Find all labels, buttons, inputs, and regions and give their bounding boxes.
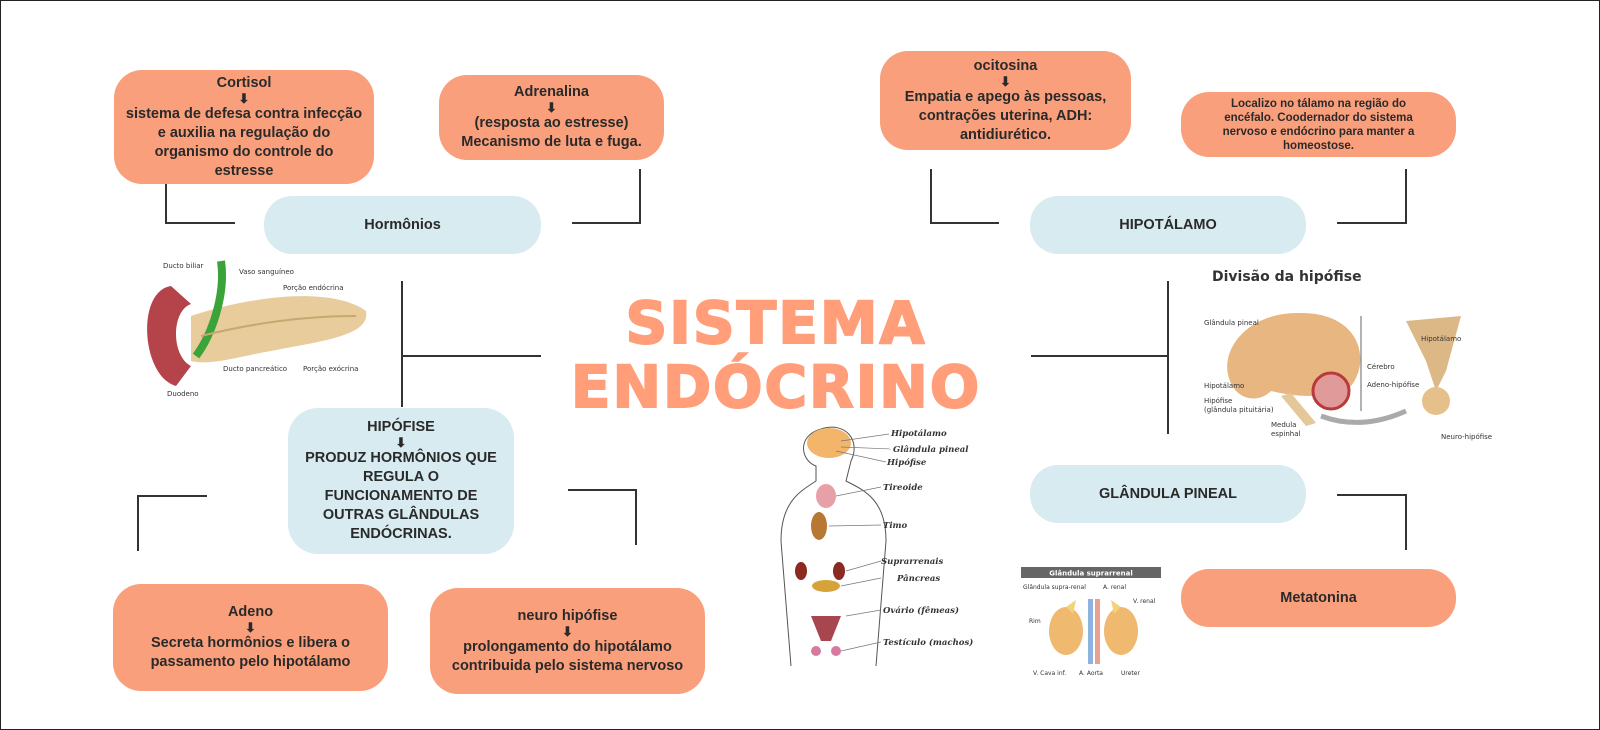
hipofise-node: HIPÓFISE ⬇ PRODUZ HORMÔNIOS QUE REGULA O…	[288, 408, 514, 554]
arrow-down-icon: ⬇	[238, 90, 250, 106]
connector	[1405, 494, 1407, 550]
node-heading: Adeno	[227, 604, 274, 620]
connector	[568, 489, 637, 491]
label-ducto-biliar: Ducto biliar	[163, 262, 203, 270]
label-ureter: Ureter	[1121, 670, 1140, 677]
label-espinhal: espinhal	[1271, 430, 1301, 438]
label-hipotalamo: Hipotálamo	[1204, 382, 1244, 390]
ocitosina-node: ocitosina ⬇ Empatia e apego às pessoas, …	[880, 51, 1131, 150]
cortisol-node: Cortisol ⬇ sistema de defesa contra infe…	[114, 70, 374, 184]
adeno-node: Adeno ⬇ Secreta hormônios e libera o pas…	[113, 584, 388, 691]
label-pancreas: Pâncreas	[896, 573, 940, 584]
label-rim: Rim	[1029, 618, 1041, 625]
node-label: Metatonina	[1280, 589, 1357, 606]
connector	[1031, 355, 1169, 357]
title-line-2: ENDÓCRINO	[570, 353, 982, 421]
node-text: (resposta ao estresse) Mecanismo de luta…	[461, 115, 642, 150]
label-porcao-endocrina: Porção endócrina	[283, 284, 344, 292]
connector	[401, 355, 541, 357]
arrow-down-icon: ⬇	[245, 620, 256, 635]
label-ducto-pancreatico: Ducto pancreático	[223, 365, 287, 373]
label-glandula-pituitaria: (glândula pituitária)	[1204, 406, 1274, 414]
node-text: PRODUZ HORMÔNIOS QUE REGULA O FUNCIONAME…	[305, 450, 497, 542]
label-cerebro: Cérebro	[1367, 363, 1395, 371]
label-glandula-supra-renal: Glândula supra-renal	[1023, 584, 1086, 591]
label-v-renal: V. renal	[1133, 598, 1156, 605]
connector	[1167, 281, 1169, 434]
label-vaso-sanguineo: Vaso sanguíneo	[239, 268, 294, 276]
label-duodeno: Duodeno	[167, 390, 199, 398]
localizo-node: Localizo no tálamo na região do encéfalo…	[1181, 92, 1456, 157]
connector	[1337, 494, 1407, 496]
page-title: SISTEMA ENDÓCRINO	[561, 289, 991, 421]
connector	[572, 222, 641, 224]
label-testiculo: Testículo (machos)	[883, 637, 973, 648]
arrow-down-icon: ⬇	[562, 623, 573, 639]
hormonios-node: Hormônios	[264, 196, 541, 254]
arrow-down-icon: ⬇	[546, 100, 557, 115]
node-heading: ocitosina	[973, 57, 1038, 74]
connector	[137, 495, 207, 497]
connector	[1337, 222, 1407, 224]
neuro-hipofise-node: neuro hipófise ⬇ prolongamento do hipotá…	[430, 588, 705, 694]
node-heading: neuro hipófise	[517, 607, 618, 624]
suprarrenal-illustration: Glândula suprarrenal Glândula supra-rena…	[1021, 567, 1161, 677]
connector	[401, 281, 403, 407]
label-glandula-pineal: Glândula pineal	[893, 444, 969, 455]
label-hipotalamo-detail: Hipotálamo	[1421, 335, 1461, 343]
kidney-title: Glândula suprarrenal	[1049, 570, 1133, 578]
node-heading: Cortisol	[216, 74, 272, 91]
node-text: Empatia e apego às pessoas, contrações u…	[904, 88, 1107, 143]
arrow-down-icon: ⬇	[1000, 73, 1011, 89]
connector	[635, 489, 637, 545]
connector	[930, 222, 999, 224]
label-tireoide: Tireoide	[883, 483, 923, 493]
node-label: HIPOTÁLAMO	[1119, 216, 1217, 233]
connector	[639, 169, 641, 224]
node-text: prolongamento do hipotálamo contribuida …	[451, 638, 684, 674]
label-hipofise: Hipófise	[886, 457, 927, 468]
connector	[165, 222, 235, 224]
label-timo: Timo	[883, 521, 908, 531]
node-label: GLÂNDULA PINEAL	[1098, 485, 1237, 502]
pineal-node: GLÂNDULA PINEAL	[1030, 465, 1306, 523]
node-label: Hormônios	[364, 216, 441, 233]
label-adeno-hipofise: Adeno-hipófise	[1367, 381, 1419, 389]
brain-illustration-title: Divisão da hipófise	[1212, 269, 1362, 285]
label-glandula-pineal: Glândula pineal	[1204, 319, 1259, 327]
node-text: Localizo no tálamo na região do encéfalo…	[1222, 97, 1415, 152]
connector	[137, 495, 139, 551]
brain-hipofise-illustration: Glândula pineal Hipotálamo Hipófise (glâ…	[1204, 312, 1492, 441]
connector	[165, 184, 167, 224]
connector	[1405, 169, 1407, 224]
label-ovario: Ovário (fêmeas)	[883, 605, 959, 616]
label-a-aorta: A. Aorta	[1079, 670, 1103, 677]
node-text: Secreta hormônios e libera o passamento …	[150, 635, 351, 670]
body-endocrine-illustration: Hipotálamo Glândula pineal Hipófise Tire…	[780, 426, 973, 666]
arrow-down-icon: ⬇	[395, 435, 407, 450]
title-line-1: SISTEMA	[625, 289, 927, 357]
label-porcao-exocrina: Porção exócrina	[303, 365, 358, 373]
label-v-cava-inf: V. Cava inf.	[1033, 670, 1066, 677]
label-suprarrenais: Suprarrenais	[881, 557, 944, 567]
node-text: sistema de defesa contra infecção e auxi…	[125, 105, 363, 179]
hipotalamo-node: HIPOTÁLAMO	[1030, 196, 1306, 254]
metatonina-node: Metatonina	[1181, 569, 1456, 627]
label-hipotalamo: Hipotálamo	[890, 428, 947, 439]
label-medula: Medula	[1271, 421, 1296, 429]
label-neuro-hipofise: Neuro-hipófise	[1441, 433, 1492, 441]
label-a-renal: A. renal	[1103, 584, 1126, 591]
label-hipofise: Hipófise	[1204, 397, 1232, 405]
node-heading: Adrenalina	[514, 84, 589, 100]
adrenalina-node: Adrenalina ⬇ (resposta ao estresse) Meca…	[439, 75, 664, 160]
connector	[930, 169, 932, 224]
pancreas-illustration: Ducto biliar Vaso sanguíneo Porção endóc…	[147, 260, 367, 398]
node-heading: HIPÓFISE	[367, 419, 435, 435]
